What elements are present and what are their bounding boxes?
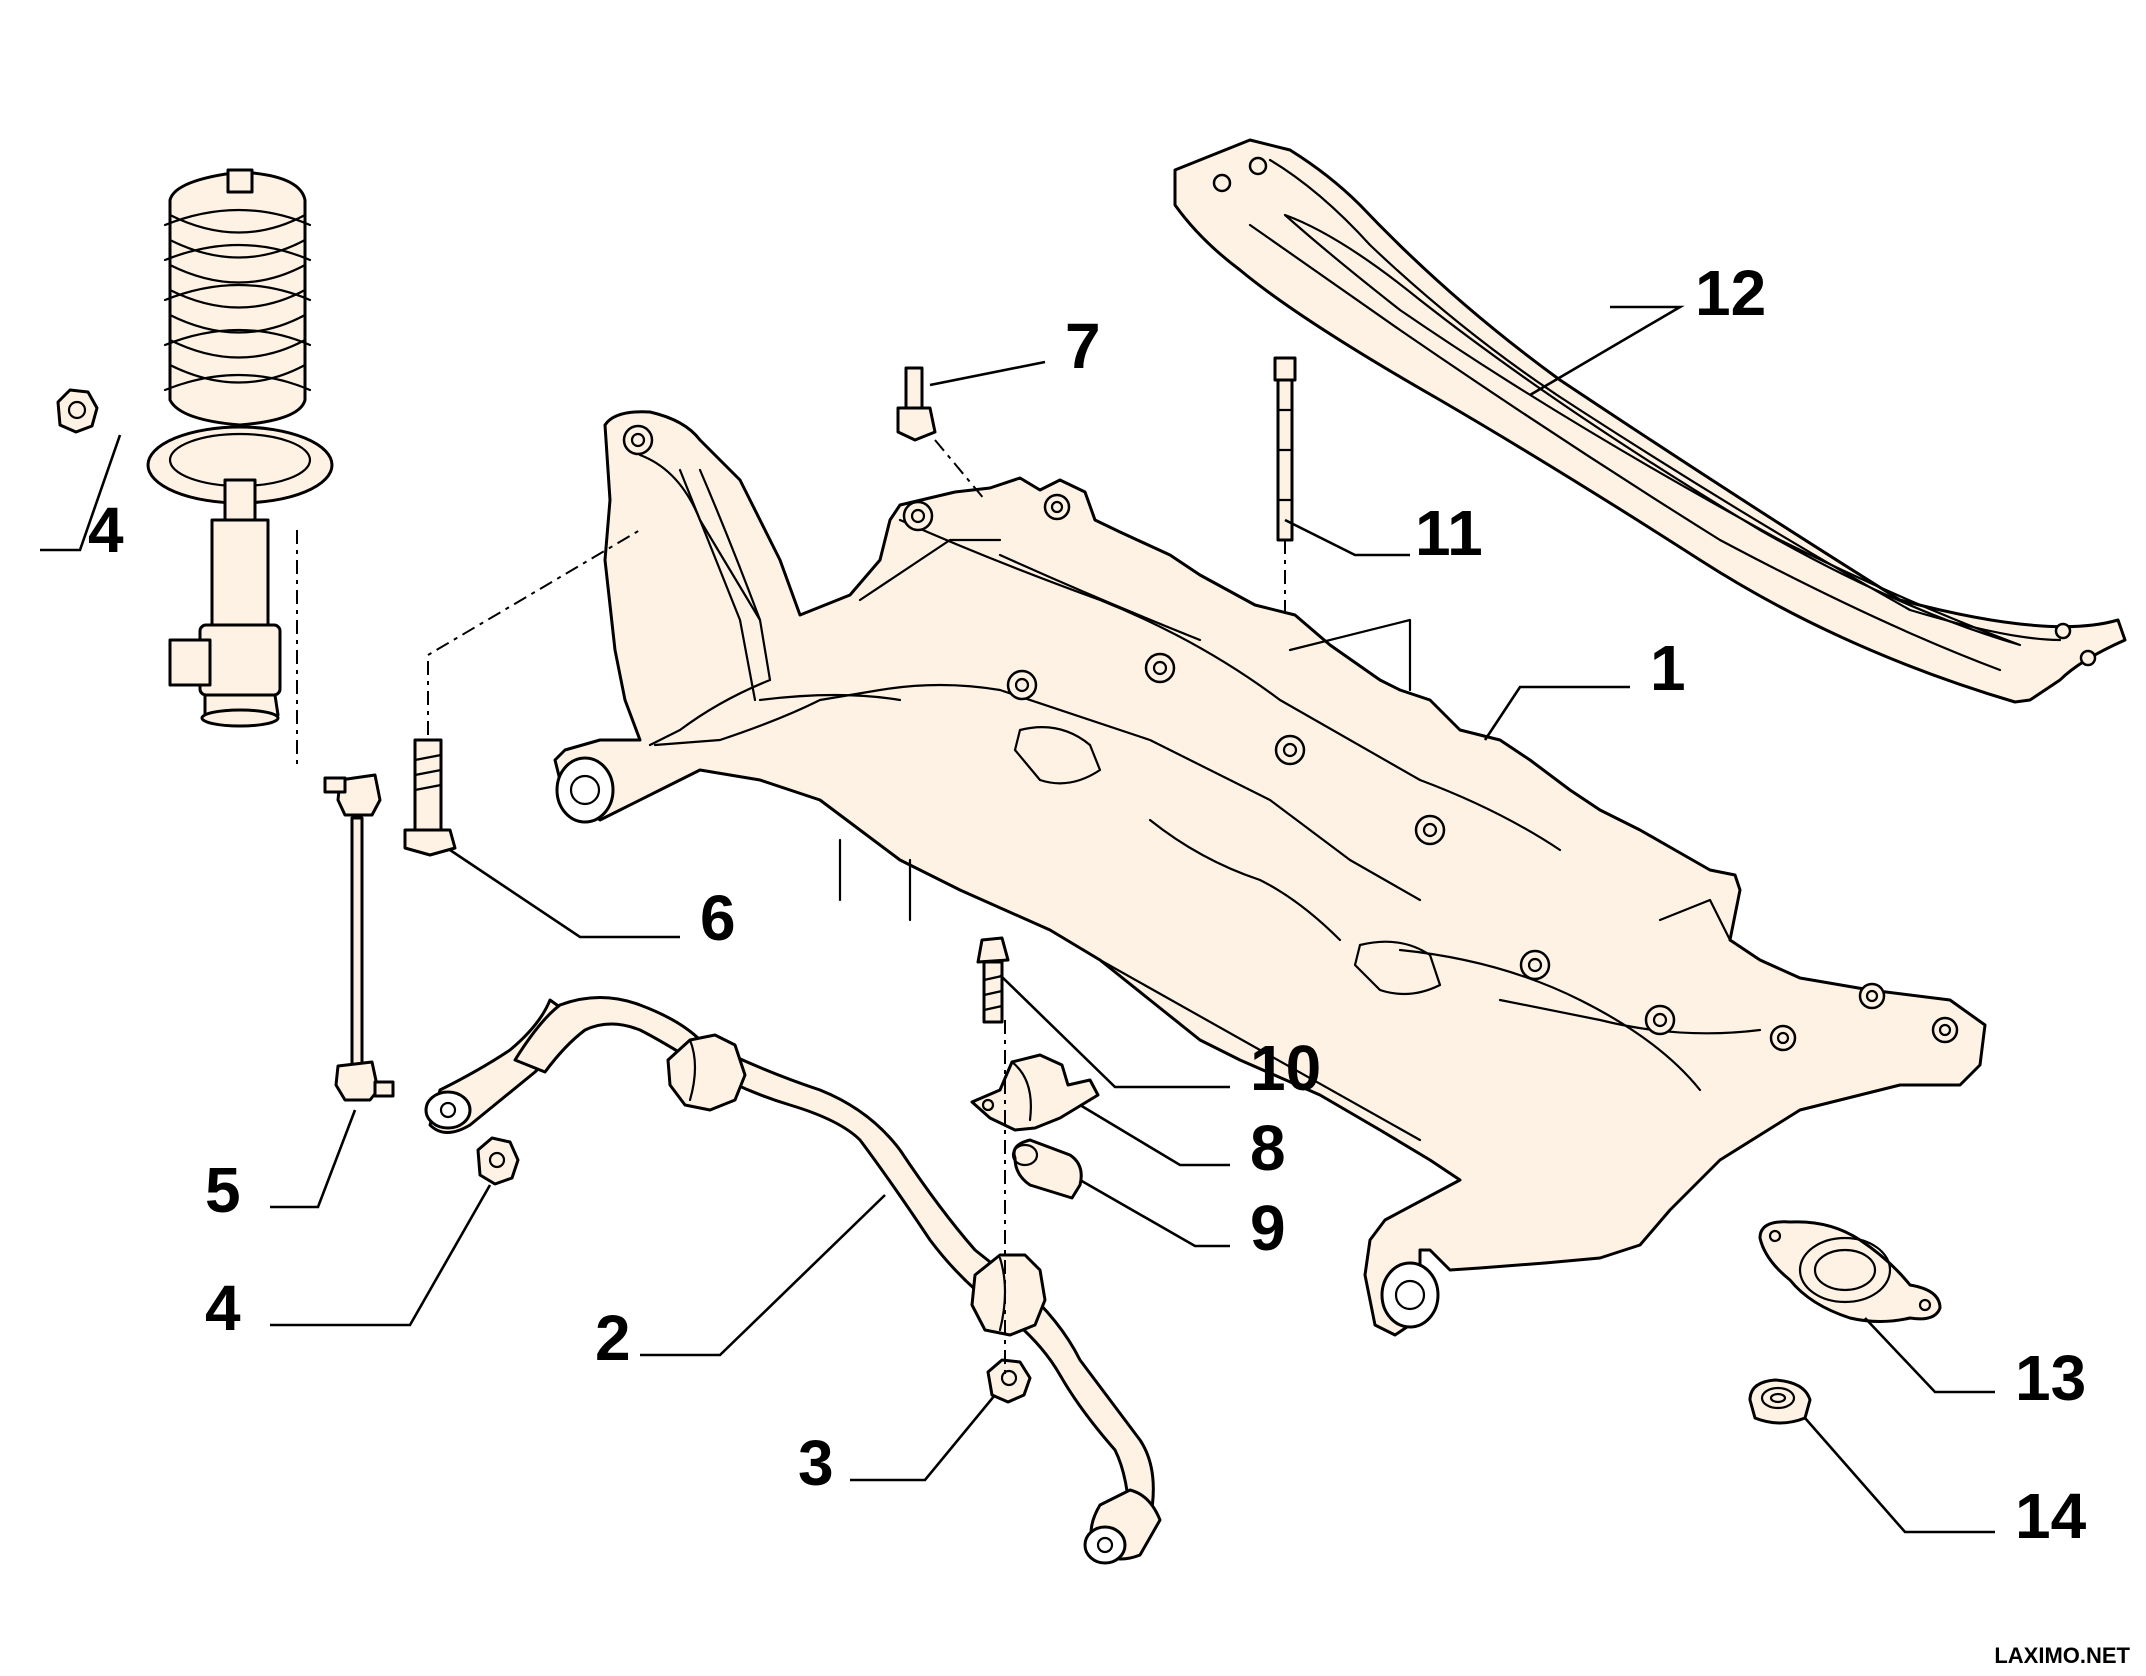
front-subframe-part[interactable] [553, 410, 1987, 1337]
callout-2: 2 [595, 1302, 631, 1374]
link-nut-bottom-part[interactable] [476, 1136, 520, 1186]
callout-labels: 1 2 3 4 4 5 6 7 8 9 10 11 12 13 14 [88, 257, 2087, 1552]
assembly-guide-lines [296, 439, 1286, 1380]
callout-4-bottom: 4 [205, 1272, 241, 1344]
strut-assembly[interactable] [146, 168, 334, 728]
callout-6: 6 [700, 882, 736, 954]
rubber-cap-part[interactable] [1748, 1378, 1812, 1425]
cross-member-part[interactable] [1173, 138, 2127, 704]
callout-14: 14 [2015, 1480, 2087, 1552]
callout-1: 1 [1650, 632, 1686, 704]
callout-7: 7 [1065, 310, 1101, 382]
stabilizer-bar-part[interactable] [424, 996, 1162, 1565]
callout-9: 9 [1250, 1192, 1286, 1264]
stabilizer-link-part[interactable] [323, 773, 395, 1102]
small-bolt-part[interactable] [896, 366, 937, 442]
callout-5: 5 [205, 1154, 241, 1226]
callout-3: 3 [798, 1427, 834, 1499]
stud-part[interactable] [1273, 356, 1297, 542]
watermark-text: LAXIMO.NET [1994, 1643, 2130, 1668]
stabilizer-bushing-part[interactable] [1011, 1138, 1083, 1200]
callout-8: 8 [1250, 1112, 1286, 1184]
callout-10: 10 [1250, 1032, 1321, 1104]
callout-4-top: 4 [88, 494, 124, 566]
callout-12: 12 [1695, 257, 1766, 329]
mount-plate-part[interactable] [1758, 1220, 1942, 1323]
stabilizer-bracket-part[interactable] [970, 1053, 1100, 1132]
leader-lines [40, 305, 1995, 1534]
subframe-bolt-part[interactable] [403, 738, 457, 857]
callout-11: 11 [1415, 497, 1483, 569]
link-nut-top-part[interactable] [56, 388, 99, 434]
callout-13: 13 [2015, 1342, 2086, 1414]
bracket-bolt-part[interactable] [976, 936, 1010, 1024]
